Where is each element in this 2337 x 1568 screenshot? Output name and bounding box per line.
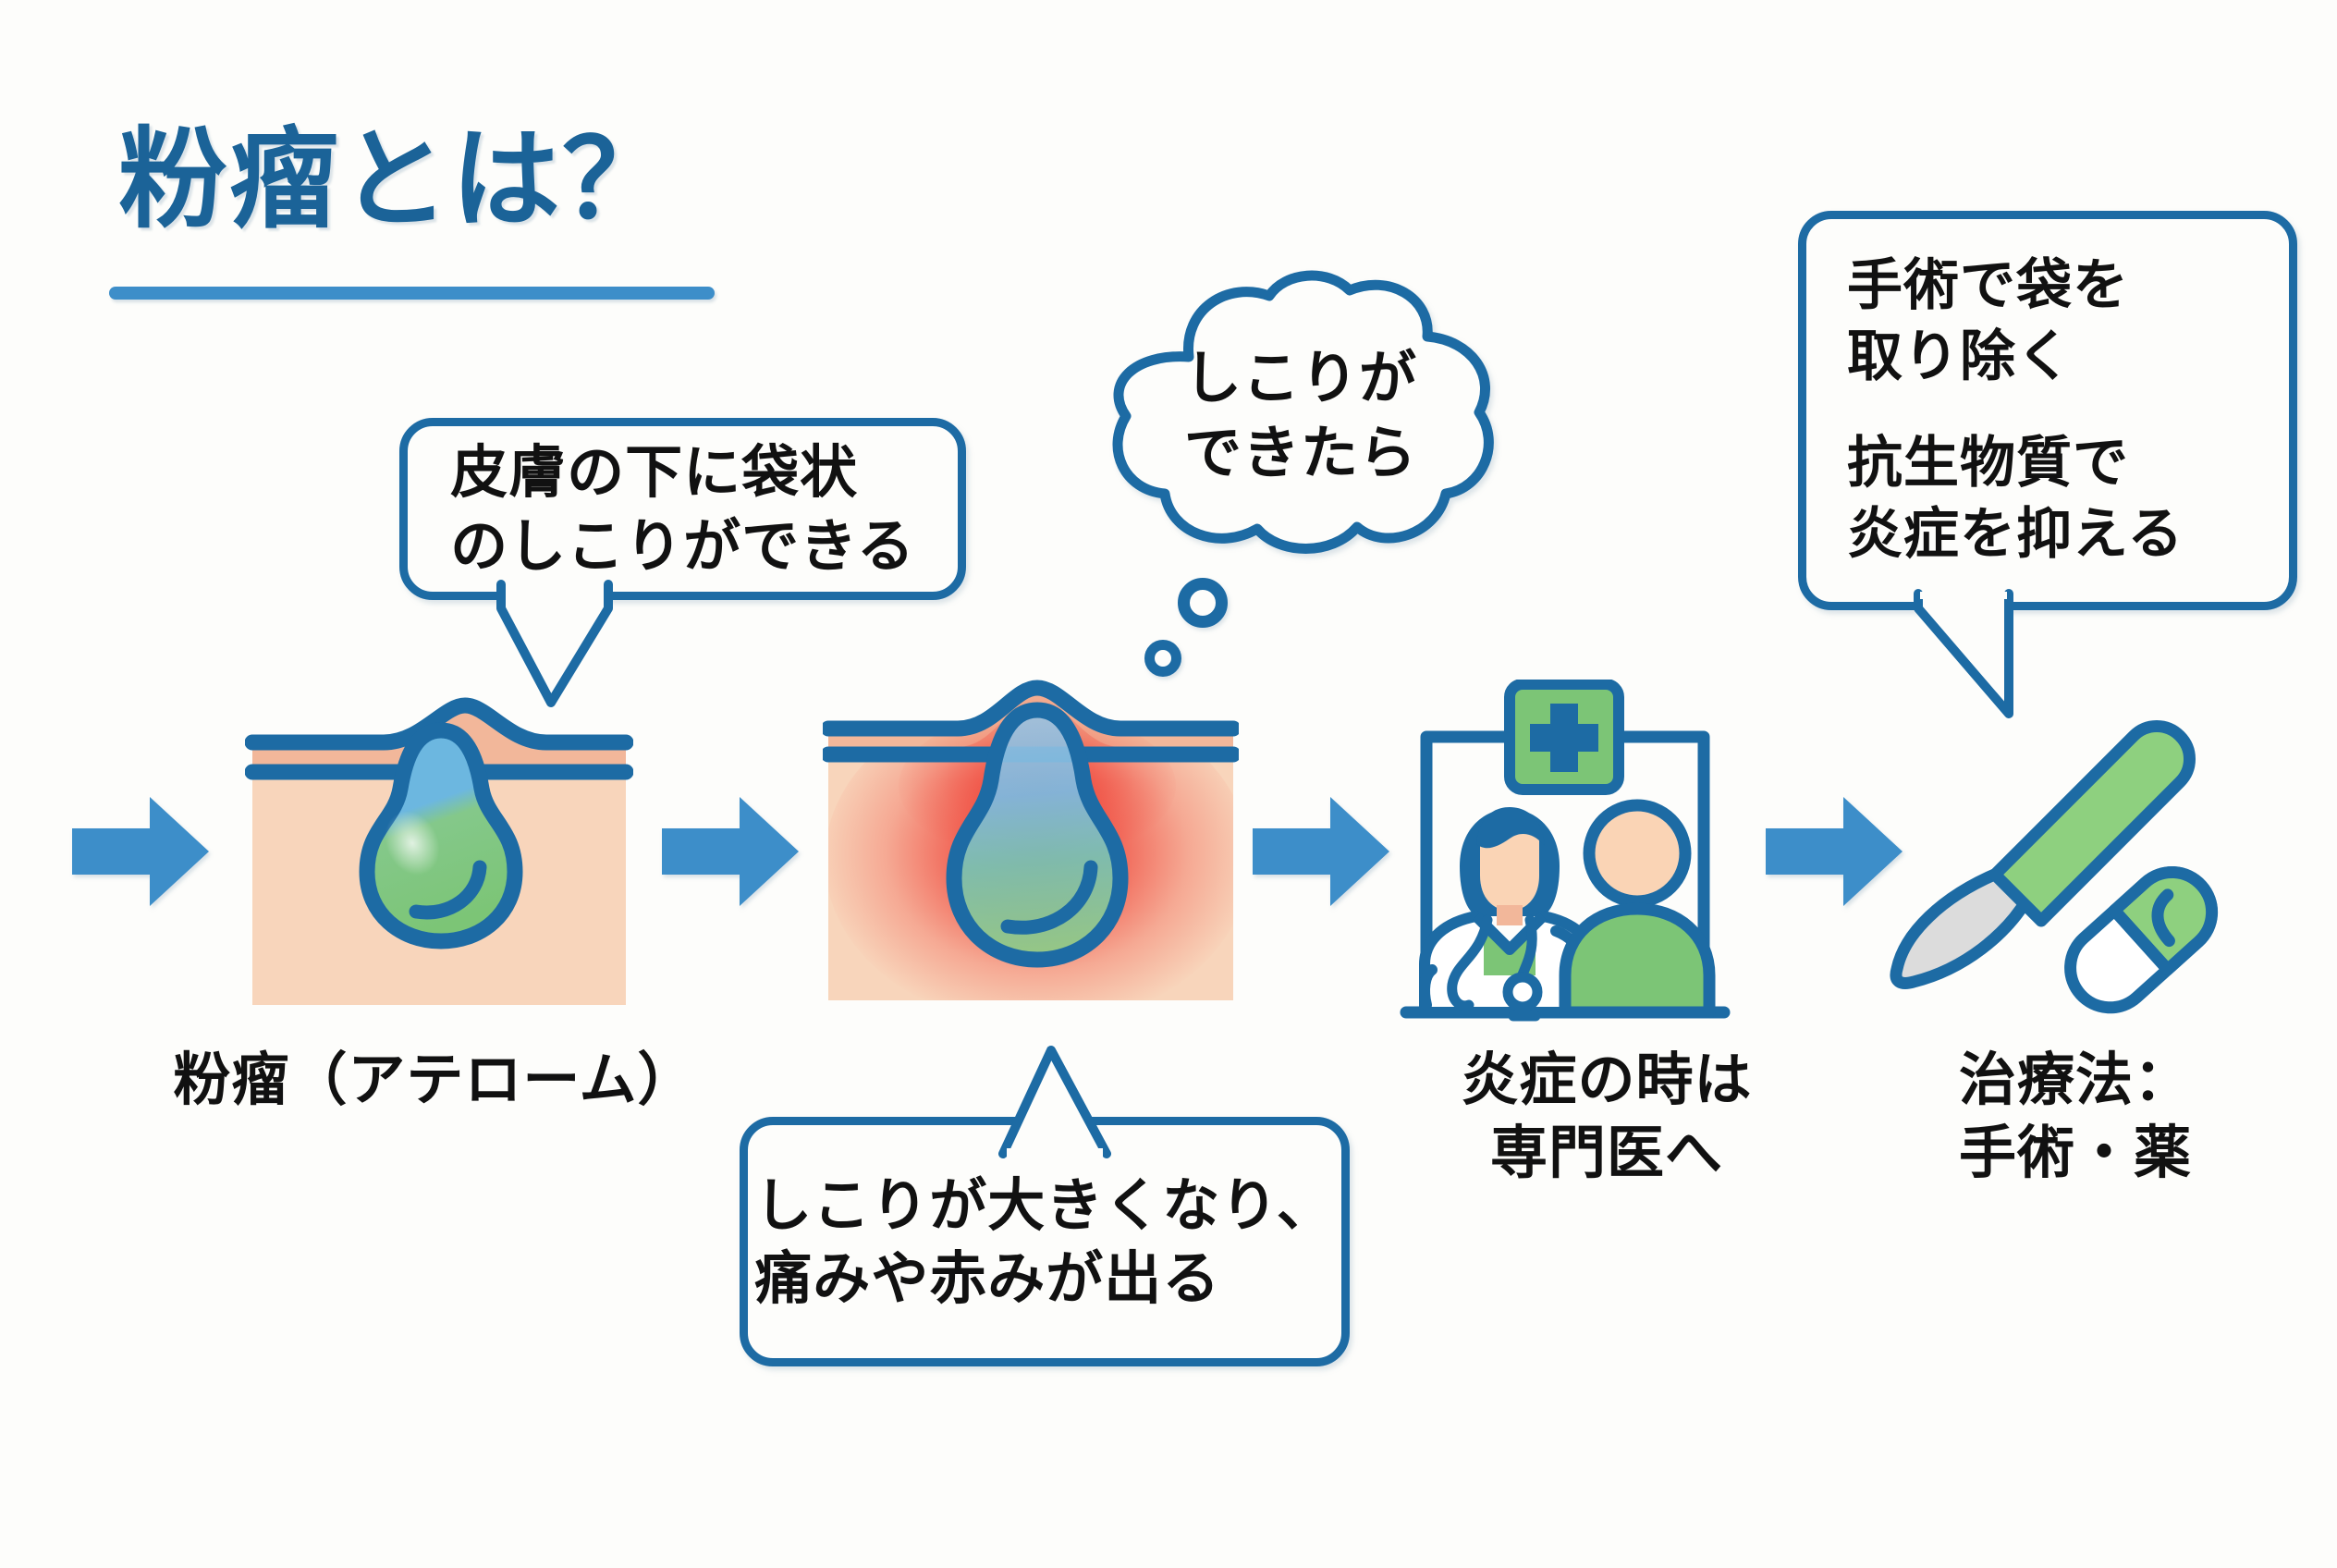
bubble1-text: 皮膚の下に袋状 のしこりができる	[450, 438, 915, 580]
caption-step-3: 炎症の時は 専門医へ	[1461, 1046, 1753, 1187]
doctor-patient-clinic-icon	[1399, 680, 1768, 1022]
bubble3-text-line1: 手術で袋を 取り除く	[1847, 253, 2129, 390]
flow-arrow-3	[1253, 797, 1389, 906]
page-title: 粉瘤とは？	[118, 116, 674, 243]
thought-dot-small	[1144, 640, 1181, 677]
bubble3-text-line2: 抗生物質で 炎症を抑える	[1847, 431, 2184, 567]
inflamed-skin-cyst-diagram	[823, 675, 1239, 1012]
bubble2-text: しこりが大きくなり、 痛みや赤みが出る	[754, 1170, 1335, 1312]
flow-arrow-2	[662, 797, 799, 906]
bubble1-tail	[496, 580, 647, 721]
caption-step-1: 粉瘤（アテローム）	[173, 1046, 696, 1113]
bubble3-spacer	[1847, 393, 2289, 428]
flow-arrow-1	[72, 797, 209, 906]
bubble2-tail	[994, 1045, 1142, 1158]
bubble-inflammation-symptoms: しこりが大きくなり、 痛みや赤みが出る	[740, 1117, 1350, 1366]
scalpel-and-pill-icon	[1877, 692, 2246, 1015]
flow-arrow-4	[1766, 797, 1903, 906]
caption-step-4: 治療法： 手術・薬	[1958, 1046, 2192, 1187]
title-underline	[109, 287, 715, 300]
bubble3-tail	[1914, 589, 2085, 730]
thought-dot-large	[1178, 578, 1228, 628]
bubble-skin-lump-description: 皮膚の下に袋状 のしこりができる	[399, 418, 966, 600]
skin-cyst-diagram	[245, 689, 633, 1012]
thought-cloud-if-lump-appears: しこりが できたら	[1080, 268, 1522, 564]
cloud-text: しこりが できたら	[1183, 344, 1417, 486]
bubble-treatment-options: 手術で袋を 取り除く 抗生物質で 炎症を抑える	[1798, 211, 2297, 610]
